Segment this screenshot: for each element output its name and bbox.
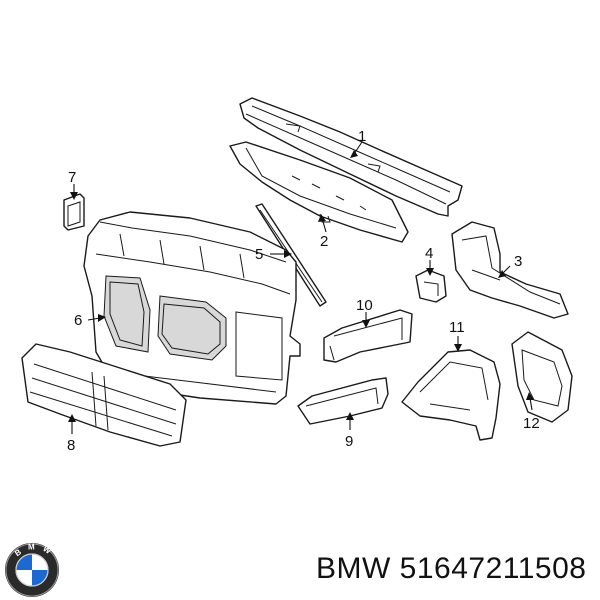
callout-11: 11	[449, 319, 465, 336]
svg-text:W: W	[41, 544, 53, 556]
part-11-air-guide[interactable]	[401, 349, 501, 441]
part-9-air-duct[interactable]	[297, 377, 389, 425]
bmw-logo-icon: B M W	[5, 543, 59, 597]
part-12-air-panel[interactable]	[511, 331, 573, 423]
part-7-bracket[interactable]	[63, 193, 85, 231]
leader-lines	[68, 141, 534, 434]
callout-6: 6	[74, 312, 82, 329]
callout-8: 8	[67, 437, 75, 454]
callout-5: 5	[255, 246, 263, 263]
svg-text:M: M	[28, 543, 35, 552]
part-2-lower-crossmember[interactable]	[229, 141, 409, 243]
part-3-side-bracket[interactable]	[451, 221, 569, 319]
callout-10: 10	[356, 297, 373, 314]
part-10-air-duct[interactable]	[323, 309, 413, 363]
brand-name: BMW	[316, 552, 391, 585]
part-caption: BMW 51647211508	[316, 552, 586, 586]
part-4-clip[interactable]	[415, 269, 447, 303]
part-8-grille[interactable]	[21, 343, 187, 447]
svg-text:B: B	[13, 547, 23, 558]
callout-4: 4	[425, 245, 433, 262]
callout-2: 2	[320, 233, 328, 250]
callout-12: 12	[523, 415, 540, 432]
part-number: 51647211508	[399, 552, 587, 585]
callout-3: 3	[514, 253, 522, 270]
callout-9: 9	[345, 433, 353, 450]
callout-7: 7	[68, 169, 76, 186]
callout-1: 1	[358, 128, 366, 145]
part-6-front-frame[interactable]	[83, 211, 301, 405]
